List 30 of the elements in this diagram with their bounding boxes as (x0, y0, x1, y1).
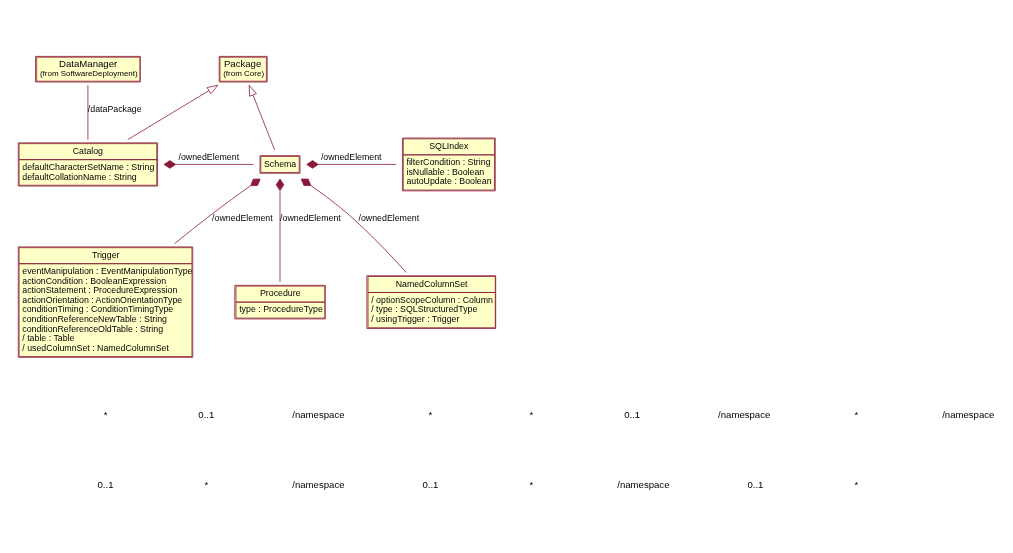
label: /namespace (292, 478, 345, 490)
label: /namespace (942, 409, 995, 421)
label: 0..1 (97, 478, 114, 490)
edge-label: /ownedElement (212, 213, 273, 224)
label: * (529, 409, 534, 421)
label: * (854, 478, 859, 490)
arrow (248, 84, 275, 151)
connector (163, 160, 254, 169)
connector (275, 178, 285, 283)
label: * (204, 478, 209, 490)
label: /namespace (718, 409, 771, 421)
connector (300, 178, 407, 273)
label: 0..1 (422, 478, 439, 490)
connector (306, 160, 397, 169)
label: 0..1 (747, 478, 764, 490)
edge-label: /ownedElement (178, 151, 240, 162)
edge-label: /ownedElement (320, 151, 382, 162)
edge-label: /ownedElement (358, 213, 420, 224)
connector (174, 178, 261, 245)
label: * (103, 409, 108, 421)
edge-label: /dataPackage (87, 104, 142, 115)
label: * (529, 478, 534, 490)
label: * (428, 409, 433, 421)
edge-label: /ownedElement (280, 213, 341, 224)
label: /namespace (617, 478, 670, 490)
label: 0..1 (198, 409, 215, 421)
label: /namespace (292, 409, 345, 421)
label: * (854, 409, 859, 421)
label: 0..1 (624, 409, 641, 421)
arrow (127, 84, 219, 140)
